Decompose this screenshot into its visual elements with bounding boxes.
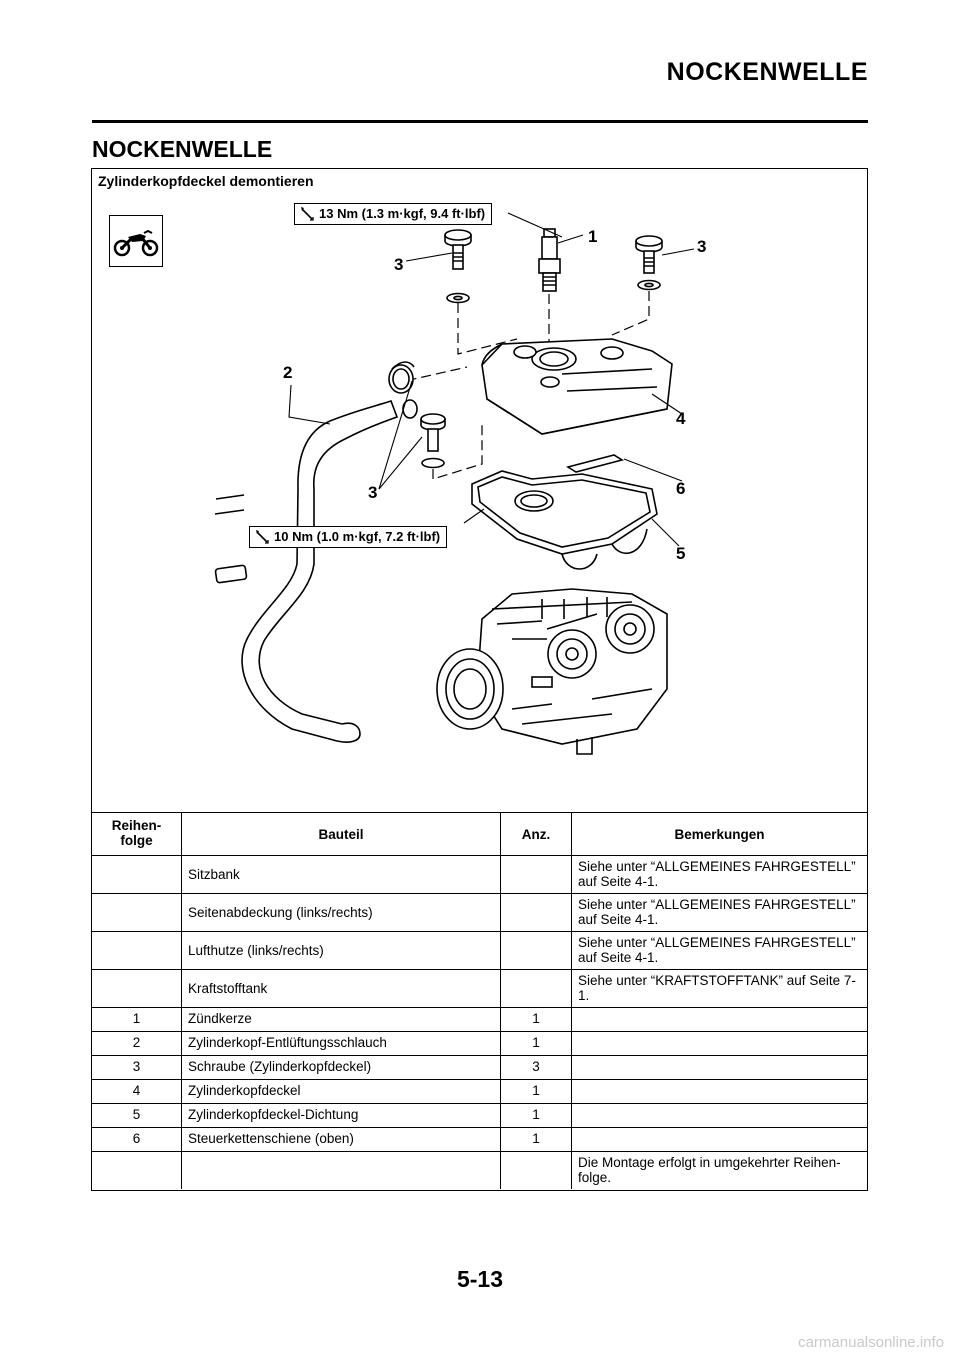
table-row: 6 Steuerkettenschiene (oben) 1 (92, 1127, 867, 1152)
callout-3-right: 3 (697, 237, 707, 256)
cylinder-head-cover (481, 338, 673, 435)
callout-2: 2 (283, 363, 293, 382)
callout-1: 1 (588, 227, 598, 246)
motorcycle-icon (109, 215, 163, 267)
figure-title: Zylinderkopfdeckel demontieren (98, 173, 314, 189)
callout-5: 5 (676, 544, 686, 563)
bolt-lower (420, 413, 446, 469)
cover-gasket (471, 470, 658, 570)
header-notes: Bemerkungen (571, 812, 867, 856)
cylinder-head (436, 588, 668, 755)
figure-frame: Zylinderkopfdeckel demontieren (91, 168, 868, 1191)
callout-3-lower: 3 (368, 483, 378, 502)
parts-table: Reihen-folge Bauteil Anz. Bemerkungen Si… (92, 812, 867, 1189)
table-row: 1 Zündkerze 1 (92, 1007, 867, 1032)
page-header-title: NOCKENWELLE (666, 58, 868, 86)
torque-wrench-icon (301, 207, 314, 221)
table-row: 4 Zylinderkopfdeckel 1 (92, 1079, 867, 1104)
exploded-view-diagram (214, 212, 695, 755)
torque-spec-bottom: 10 Nm (1.0 m·kgf, 7.2 ft·lbf) (249, 526, 448, 548)
header-rule (92, 120, 868, 123)
torque-spec-top-text: 13 Nm (1.3 m·kgf, 9.4 ft·lbf) (319, 206, 486, 221)
table-row: Lufthutze (links/rechts) Siehe unter “AL… (92, 931, 867, 970)
chain-guide (566, 454, 624, 473)
callout-3-left: 3 (394, 255, 404, 274)
torque-spec-bottom-text: 10 Nm (1.0 m·kgf, 7.2 ft·lbf) (274, 529, 441, 544)
watermark: carmanualsonline.info (798, 1334, 944, 1351)
callout-4: 4 (676, 409, 686, 428)
table-row: Sitzbank Siehe unter “ALLGEMEINES FAHRG­… (92, 855, 867, 894)
callout-6: 6 (676, 479, 686, 498)
table-row: 2 Zylinderkopf-Entlüftungsschlauch 1 (92, 1031, 867, 1056)
spark-plug (538, 228, 561, 292)
torque-spec-top: 13 Nm (1.3 m·kgf, 9.4 ft·lbf) (294, 203, 493, 225)
table-row: 3 Schraube (Zylinderkopfdeckel) 3 (92, 1055, 867, 1080)
page-number: 5-13 (456, 1266, 504, 1292)
torque-wrench-icon (256, 530, 269, 544)
header-qty: Anz. (500, 812, 572, 856)
table-row: Kraftstofftank Siehe unter “KRAFTSTOFFTA… (92, 969, 867, 1008)
section-title: NOCKENWELLE (92, 136, 273, 162)
header-part: Bauteil (181, 812, 501, 856)
breather-hose (214, 361, 418, 743)
table-row: 5 Zylinderkopfdeckel-Dichtung 1 (92, 1103, 867, 1128)
table-row: Seitenabdeckung (links/rechts) Siehe unt… (92, 893, 867, 932)
bolt-right (635, 235, 663, 291)
header-order: Reihen-folge (92, 812, 182, 856)
table-row: Die Montage erfolgt in umgekehrter Reihe… (92, 1151, 867, 1189)
bolt-left (444, 229, 472, 304)
